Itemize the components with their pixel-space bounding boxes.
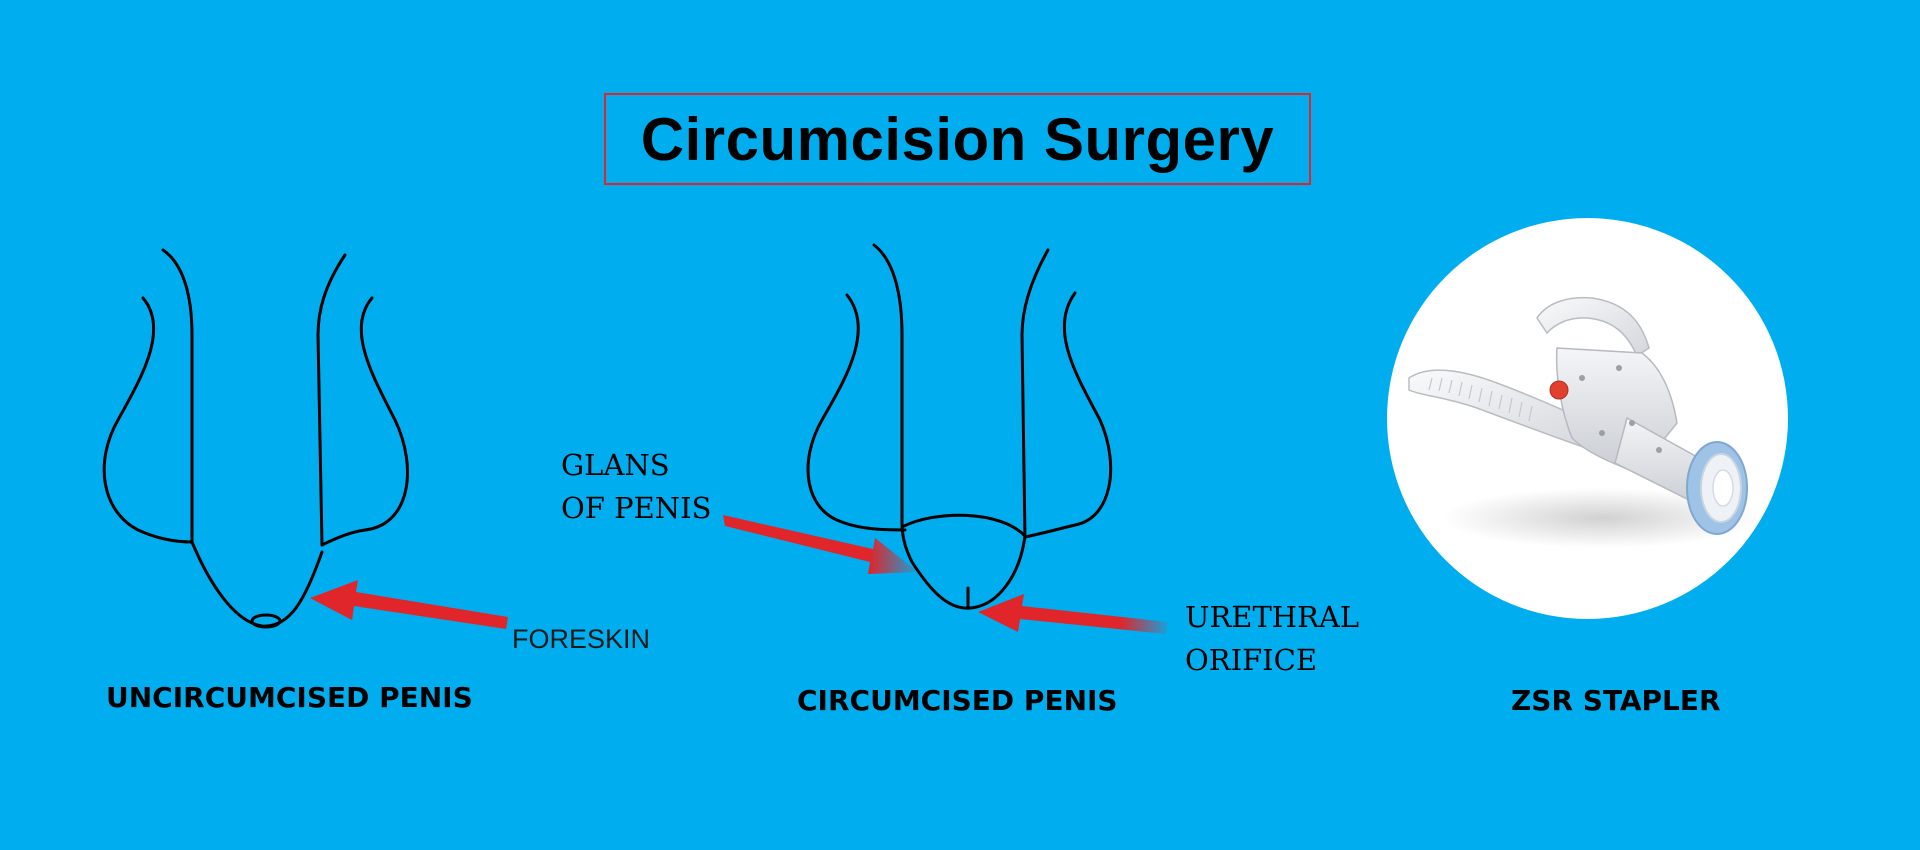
urethral-label-line1: URETHRAL [1185, 600, 1360, 634]
urethral-orifice-arrow [978, 594, 1168, 634]
stapler-caption: ZSR STAPLER [1511, 684, 1721, 717]
circumcised-caption: CIRCUMCISED PENIS [797, 684, 1118, 717]
glans-arrow [723, 515, 918, 574]
circumcised-left-scrotum [806, 293, 907, 532]
uncircumcised-foreskin-outline [190, 540, 324, 628]
stapler-illustration [1408, 296, 1762, 548]
stapler-upper-lever [1536, 296, 1650, 358]
foreskin-arrow [310, 580, 508, 629]
circumcised-right-scrotum [1023, 291, 1113, 539]
urethral-label-line2: ORIFICE [1185, 643, 1318, 677]
circumcised-left-shaft [872, 243, 904, 527]
title-box: Circumcision Surgery [604, 93, 1311, 185]
foreskin-label: FORESKIN [512, 624, 651, 654]
diagram-title: Circumcision Surgery [640, 105, 1275, 173]
circumcised-penis-drawing [806, 243, 1113, 610]
glans-outline [900, 513, 1027, 610]
urethral-orifice-label: URETHRAL ORIFICE [1185, 596, 1359, 682]
uncircumcised-right-scrotum [320, 296, 409, 547]
stapler-image [1387, 218, 1788, 619]
uncircumcised-caption: UNCIRCUMCISED PENIS [106, 681, 473, 714]
stapler-red-button [1549, 380, 1569, 400]
foreskin-opening [250, 613, 282, 629]
glans-label-line1: GLANS [561, 448, 670, 482]
uncircumcised-left-scrotum [102, 296, 194, 544]
uncircumcised-left-shaft [161, 248, 194, 544]
uncircumcised-penis-drawing [102, 248, 409, 629]
glans-label: GLANS OF PENIS [561, 444, 712, 530]
circumcised-right-shaft [1020, 248, 1050, 540]
glans-label-line2: OF PENIS [561, 491, 712, 525]
uncircumcised-right-shaft [316, 253, 347, 547]
